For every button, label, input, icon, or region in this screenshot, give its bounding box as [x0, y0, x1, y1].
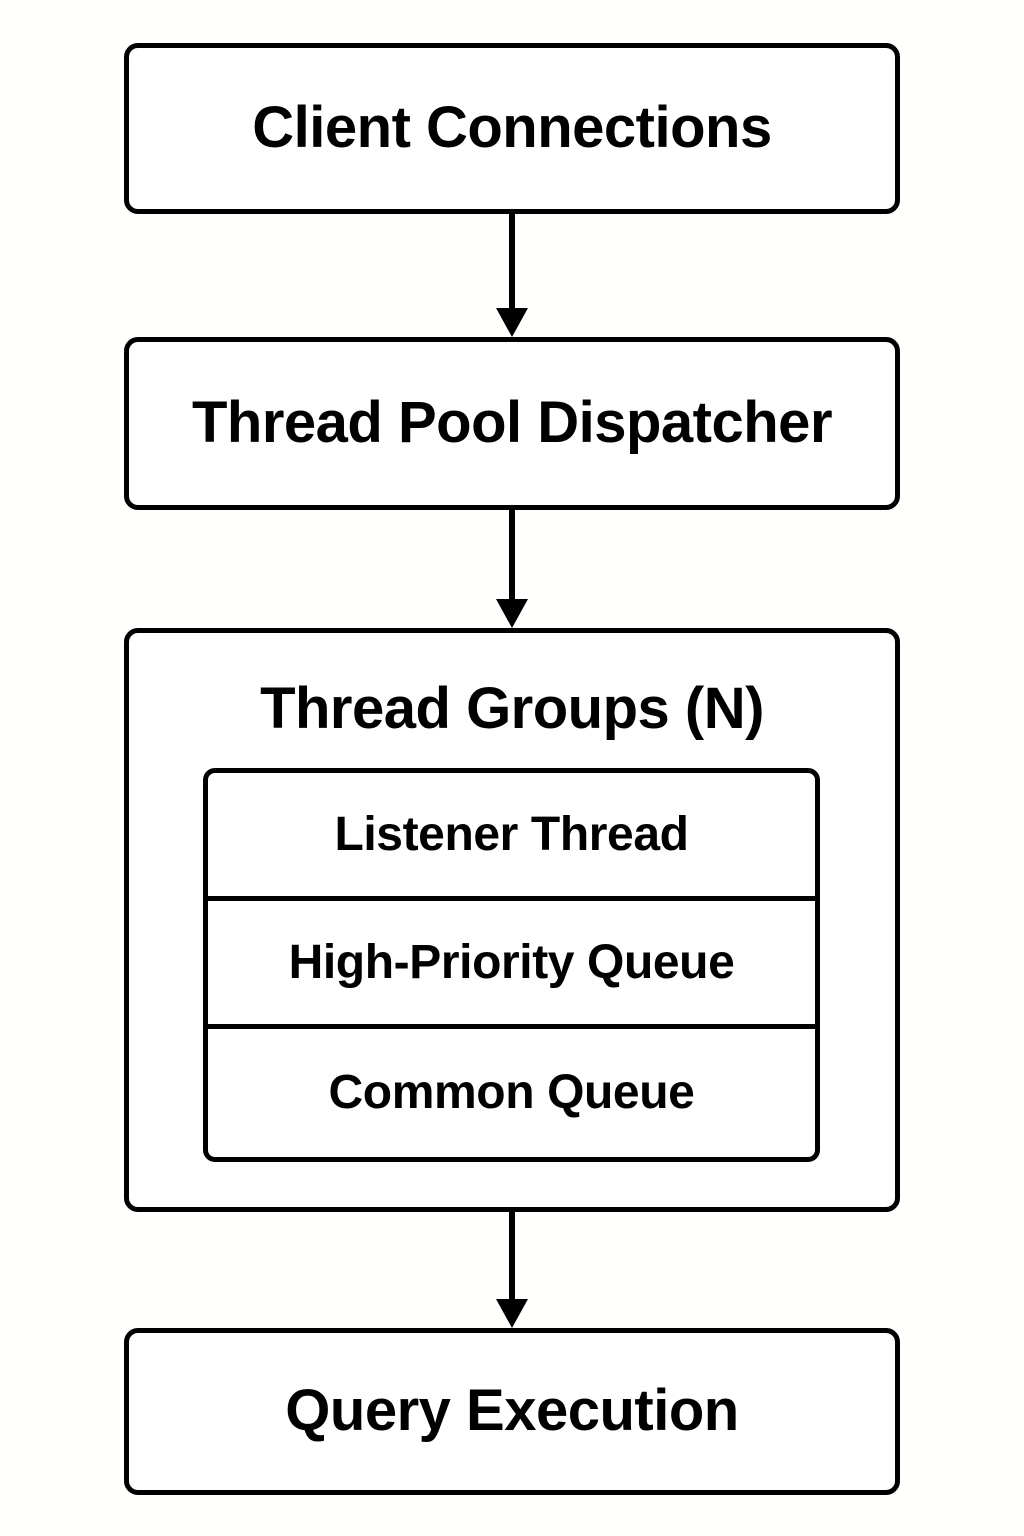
thread-group-row-high-priority-queue-label: High-Priority Queue — [288, 935, 735, 989]
arrow-head-down-icon — [496, 599, 528, 628]
arrow-thread-groups-to-query-execution — [496, 1212, 528, 1328]
node-client-connections[interactable]: Client Connections — [124, 43, 900, 214]
thread-group-row-common-queue-label: Common Queue — [328, 1066, 695, 1120]
node-query-execution[interactable]: Query Execution — [124, 1328, 900, 1495]
node-thread-groups[interactable]: Thread Groups (N) Listener Thread High-P… — [124, 628, 900, 1212]
arrow-client-connections-to-dispatcher — [496, 214, 528, 337]
node-client-connections-label: Client Connections — [252, 95, 772, 161]
arrow-head-down-icon — [496, 1299, 528, 1328]
thread-group-row-listener-thread[interactable]: Listener Thread — [208, 773, 815, 901]
node-thread-pool-dispatcher[interactable]: Thread Pool Dispatcher — [124, 337, 900, 510]
node-query-execution-label: Query Execution — [285, 1378, 739, 1444]
thread-group-detail-box: Listener Thread High-Priority Queue Comm… — [203, 768, 820, 1162]
thread-group-row-high-priority-queue[interactable]: High-Priority Queue — [208, 901, 815, 1029]
thread-group-row-listener-thread-label: Listener Thread — [334, 807, 689, 861]
thread-group-row-common-queue[interactable]: Common Queue — [208, 1029, 815, 1157]
arrow-stem — [509, 214, 515, 310]
node-thread-groups-label: Thread Groups (N) — [260, 676, 764, 741]
arrow-stem — [509, 1212, 515, 1301]
arrow-head-down-icon — [496, 308, 528, 337]
arrow-stem — [509, 510, 515, 601]
arrow-dispatcher-to-thread-groups — [496, 510, 528, 628]
node-thread-pool-dispatcher-label: Thread Pool Dispatcher — [191, 390, 833, 456]
